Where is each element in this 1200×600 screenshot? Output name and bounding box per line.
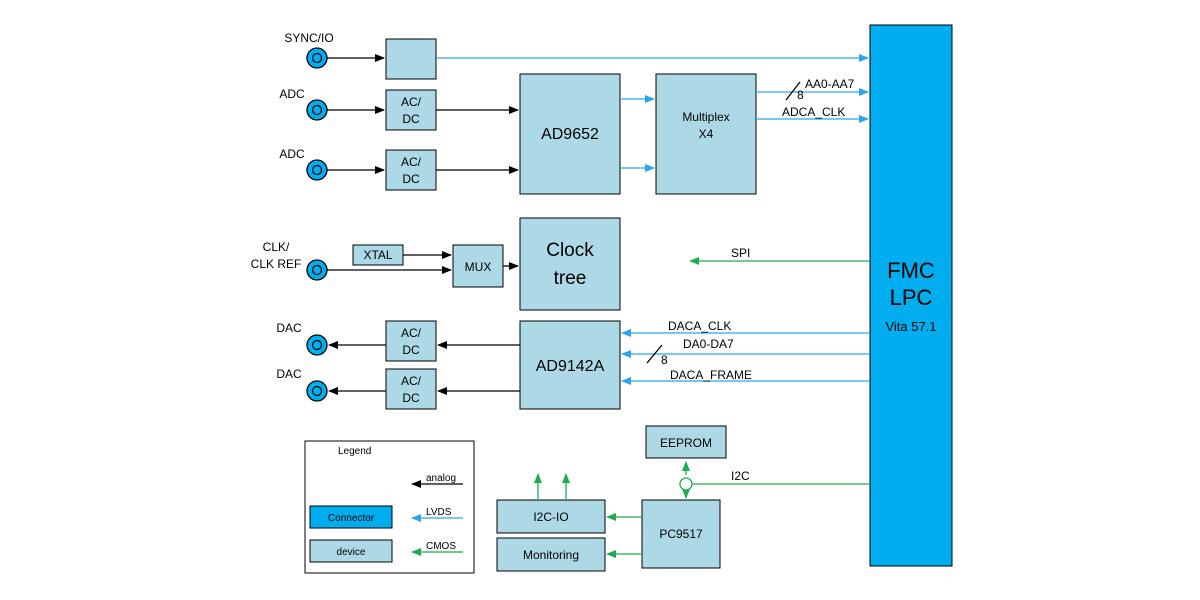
connector-adc-1	[306, 99, 328, 121]
analog-wires	[327, 54, 520, 395]
sync-buffer-block	[385, 38, 437, 80]
dac-frame-label: DACA_FRAME	[670, 368, 752, 382]
acdc-dac-2-label-line1: AC/	[401, 374, 422, 388]
adc-data-label: AA0-AA7	[805, 77, 855, 91]
connector-dac-1	[306, 334, 328, 356]
legend-device-label: device	[337, 547, 366, 558]
eeprom-label: EEPROM	[660, 436, 712, 450]
adc-bus-width-label: 8	[797, 88, 804, 102]
ad9142a-label: AD9142A	[536, 358, 605, 375]
mux-block	[452, 244, 504, 288]
acdc-dac-2-label-line2: DC	[402, 391, 420, 405]
legend-title: Legend	[338, 446, 371, 457]
legend-cmos-label: CMOS	[426, 541, 456, 552]
legend-connector-label: Connector	[328, 513, 375, 524]
fmc-connector	[869, 24, 953, 567]
mux-label: MUX	[465, 260, 492, 274]
connector-dac-2-label: DAC	[276, 367, 302, 381]
acdc-adc-1-label-line2: DC	[402, 112, 420, 126]
connector-adc-1-label: ADC	[279, 87, 305, 101]
connector-dac-1-label: DAC	[276, 321, 302, 335]
i2c-label: I2C	[731, 469, 750, 483]
legend-device-swatch	[309, 539, 393, 563]
acdc-adc-2-label-line1: AC/	[401, 155, 422, 169]
multiplex-label-line2: X4	[699, 127, 714, 141]
ad9652-label: AD9652	[541, 126, 599, 143]
connector-sync-io-label: SYNC/IO	[284, 31, 333, 45]
acdc-dac-1-label-line2: DC	[402, 343, 420, 357]
dac-bus-width-label: 8	[661, 353, 668, 367]
dac-data-label: DA0-DA7	[683, 337, 734, 351]
clock-tree-label-line1: Clock	[546, 240, 594, 261]
lvds-wires	[436, 54, 870, 385]
connector-adc-2-label: ADC	[279, 147, 305, 161]
acdc-dac-1-label-line1: AC/	[401, 326, 422, 340]
monitoring-label: Monitoring	[523, 548, 579, 562]
i2c-junction	[679, 477, 693, 491]
connector-sync-io	[306, 47, 328, 69]
adc-bus-slash	[785, 81, 801, 101]
acdc-adc-2-label-line2: DC	[402, 172, 420, 186]
clock-tree-label-line2: tree	[554, 268, 587, 289]
eeprom-block	[645, 425, 727, 459]
acdc-dac-2-block	[385, 368, 437, 410]
acdc-dac-1-block	[385, 320, 437, 362]
fmc-label-line1: FMC	[887, 258, 935, 283]
ad9142a-block	[519, 320, 621, 410]
connector-clk-ref	[306, 259, 328, 281]
connector-clk-label-line1: CLK/	[263, 240, 290, 254]
cmos-wires	[534, 257, 870, 558]
adc-clk-label: ADCA_CLK	[782, 105, 845, 119]
xtal-label: XTAL	[363, 248, 392, 262]
ad9652-block	[519, 73, 621, 195]
clock-tree-block	[519, 217, 621, 311]
acdc-adc-1-label-line1: AC/	[401, 95, 422, 109]
connector-dac-2	[306, 380, 328, 402]
dac-clk-label: DACA_CLK	[668, 319, 731, 333]
pc9517-label: PC9517	[659, 527, 703, 541]
fmc-label-line2: LPC	[890, 285, 933, 310]
multiplex-label-line1: Multiplex	[682, 110, 729, 124]
acdc-adc-1-block	[385, 89, 437, 131]
connector-clk-label-line2: CLK REF	[251, 257, 302, 271]
legend-lvds-label: LVDS	[426, 507, 452, 518]
pc9517-block	[641, 499, 721, 569]
fmc-label-line3: Vita 57.1	[885, 319, 936, 334]
dac-bus-slash	[646, 344, 663, 364]
legend-connector-swatch	[309, 505, 393, 529]
i2c-io-block	[496, 499, 606, 534]
monitoring-block	[496, 537, 606, 572]
connector-adc-2	[306, 159, 328, 181]
legend-analog-label: analog	[426, 473, 456, 484]
legend: Legend analog Connector LVDS device CMOS	[304, 440, 475, 574]
spi-label: SPI	[731, 246, 750, 260]
i2c-io-label: I2C-IO	[533, 510, 568, 524]
multiplex-block	[655, 73, 757, 195]
